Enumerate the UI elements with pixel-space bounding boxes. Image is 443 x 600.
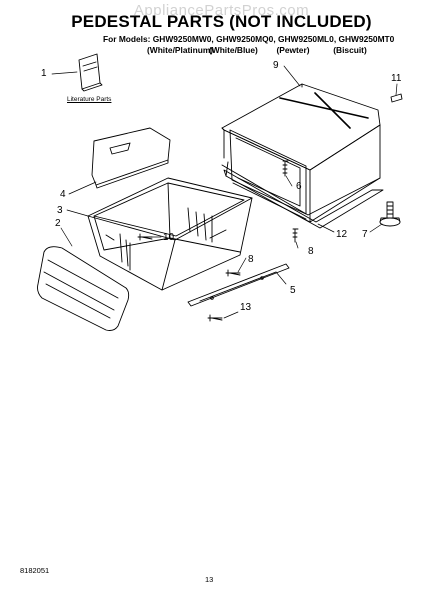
pedestal-base-cabinet <box>221 83 384 229</box>
variant-white-platinum: (White/Platinum) <box>147 45 214 55</box>
drawer-bin <box>87 177 253 291</box>
screw-part-8-lower <box>225 269 241 277</box>
callout-11: 11 <box>391 73 402 84</box>
variant-biscuit: (Biscuit) <box>333 45 367 55</box>
callout-10: 10 <box>163 232 175 243</box>
page-number: 13 <box>205 575 214 584</box>
callout-6: 6 <box>296 181 302 192</box>
callout-13: 13 <box>240 302 252 313</box>
callout-12: 12 <box>336 229 348 240</box>
drawer-front <box>37 246 130 331</box>
variant-white-blue: (White/Blue) <box>209 45 258 55</box>
callout-9: 9 <box>273 60 279 71</box>
variant-pewter: (Pewter) <box>276 45 310 55</box>
callout-8-lower: 8 <box>248 254 254 265</box>
callout-8-upper: 8 <box>308 246 314 257</box>
screw-part-6 <box>282 160 289 177</box>
screw-part-13 <box>207 314 223 322</box>
callout-3: 3 <box>57 205 63 216</box>
literature-booklet <box>78 53 103 92</box>
drawer-back-panel <box>91 127 171 189</box>
document-number: 8182051 <box>20 566 50 575</box>
callout-4: 4 <box>60 189 66 200</box>
model-variants: (White/Platinum)(White/Blue) (Pewter) (Bis… <box>147 45 375 55</box>
clip-part-11 <box>390 93 403 103</box>
callout-1: 1 <box>41 68 47 79</box>
drawer-slide-rail <box>187 263 290 307</box>
callout-7: 7 <box>362 229 368 240</box>
screw-part-8-upper <box>292 228 299 243</box>
literature-caption: Literature Parts <box>67 96 112 103</box>
leveling-leg-part-7 <box>379 201 401 227</box>
watermark-text: AppliancePartsPros.com <box>133 2 310 19</box>
models-line: For Models: GHW9250MW0, GHW9250MQ0, GHW9… <box>103 34 395 44</box>
callout-2: 2 <box>55 218 61 229</box>
callout-leaders <box>51 65 398 319</box>
callout-5: 5 <box>290 285 296 296</box>
diagram-title: PEDESTAL PARTS (NOT INCLUDED) <box>71 12 372 31</box>
